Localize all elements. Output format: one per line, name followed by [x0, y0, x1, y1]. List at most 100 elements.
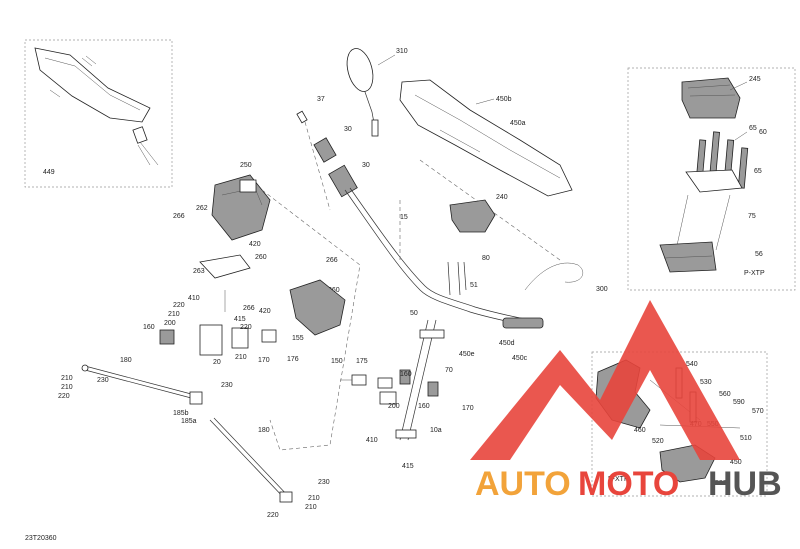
- callout-460: 460: [634, 427, 646, 434]
- handlebar-part: [344, 159, 561, 329]
- callout-510: 510: [740, 435, 752, 442]
- callout-51: 51: [470, 282, 478, 289]
- callout-80: 80: [482, 255, 490, 262]
- callout-520: 520: [652, 438, 664, 445]
- callout-530: 530: [700, 379, 712, 386]
- callout-180-b: 180: [258, 427, 270, 434]
- callout-240: 240: [496, 194, 508, 201]
- automotohub-watermark: AUTO MOTO HUB: [470, 300, 782, 503]
- callout-37: 37: [317, 96, 325, 103]
- callout-220-b: 220: [240, 324, 252, 331]
- callout-250: 250: [240, 162, 252, 169]
- callout-pxtp-lower: P-XTP: [608, 476, 629, 483]
- callout-10a: 10a: [430, 427, 442, 434]
- callout-75: 75: [748, 213, 756, 220]
- callout-30-a: 30: [344, 126, 352, 133]
- callout-210-d: 210: [61, 384, 73, 391]
- callout-570: 570: [752, 408, 764, 415]
- callout-200-b: 200: [388, 403, 400, 410]
- callout-450a: 450a: [510, 120, 526, 127]
- grip-part: [296, 110, 358, 211]
- callout-180-a: 180: [120, 357, 132, 364]
- callout-580: 580: [715, 480, 727, 487]
- callout-263: 263: [193, 268, 205, 275]
- callout-450-f: 450: [730, 459, 742, 466]
- hand-guard-left-part: [34, 47, 159, 166]
- callout-266-a: 266: [173, 213, 185, 220]
- callout-245: 245: [749, 76, 761, 83]
- callout-pxtp-upper: P-XTP: [744, 270, 765, 277]
- drawing-code: 23T20360: [25, 535, 57, 542]
- callout-200-a: 200: [164, 320, 176, 327]
- callout-262: 262: [196, 205, 208, 212]
- callout-590: 590: [733, 399, 745, 406]
- callout-220-d: 220: [267, 512, 279, 519]
- watermark-auto: AUTO: [475, 465, 571, 503]
- callout-266-b: 266: [326, 257, 338, 264]
- bracket-260-part: [289, 279, 346, 336]
- brake-cable-upper: [81, 364, 203, 405]
- inset-box-pxtp-upper: [627, 67, 796, 291]
- callout-30-b: 30: [362, 162, 370, 169]
- callout-540: 540: [686, 361, 698, 368]
- callout-210-a: 210: [168, 311, 180, 318]
- callout-70: 70: [445, 367, 453, 374]
- callout-170-a: 170: [258, 357, 270, 364]
- cable-300-part: [524, 262, 584, 291]
- callout-65-b: 65: [754, 168, 762, 175]
- middle-switch-assembly: [340, 369, 439, 405]
- callout-450d: 450d: [499, 340, 515, 347]
- callout-410-b: 410: [366, 437, 378, 444]
- bolts-80-51: [447, 261, 467, 296]
- watermark-hub: HUB: [708, 465, 782, 503]
- callout-310: 310: [396, 48, 408, 55]
- callout-415-a: 415: [234, 316, 246, 323]
- callout-175: 175: [356, 358, 368, 365]
- hand-guard-450-part: [399, 79, 573, 197]
- callout-260-b: 260: [328, 287, 340, 294]
- callout-410-a: 410: [188, 295, 200, 302]
- callout-210-c: 210: [61, 375, 73, 382]
- callout-210-f: 210: [305, 504, 317, 511]
- callout-155: 155: [292, 335, 304, 342]
- pad-240-part: [449, 199, 496, 233]
- callout-450b: 450b: [496, 96, 512, 103]
- steering-column-part: [395, 319, 445, 441]
- callout-60: 60: [759, 129, 767, 136]
- callout-56: 56: [755, 251, 763, 258]
- callout-210-b: 210: [235, 354, 247, 361]
- callout-160-c: 160: [418, 403, 430, 410]
- callout-560: 560: [719, 391, 731, 398]
- lower-left-assembly: [159, 290, 277, 356]
- callout-230-b: 230: [221, 382, 233, 389]
- callout-170-b: 170: [462, 405, 474, 412]
- callout-450e: 450e: [459, 351, 475, 358]
- callout-20: 20: [213, 359, 221, 366]
- callout-415-b: 415: [402, 463, 414, 470]
- mirror-part: [346, 48, 396, 137]
- watermark-moto: MOTO: [578, 465, 679, 503]
- bracket-263-part: [199, 254, 251, 279]
- callout-220-a: 220: [173, 302, 185, 309]
- callout-15: 15: [400, 214, 408, 221]
- callout-450c: 450c: [512, 355, 528, 362]
- callout-420-a: 420: [249, 241, 261, 248]
- brake-cable-lower: [209, 417, 293, 503]
- callout-230-c: 230: [318, 479, 330, 486]
- callout-160-a: 160: [143, 324, 155, 331]
- callout-300: 300: [596, 286, 608, 293]
- callout-160-b: 160: [400, 371, 412, 378]
- callout-50: 50: [410, 310, 418, 317]
- callout-230-a: 230: [97, 377, 109, 384]
- inset-box-449: [24, 39, 173, 188]
- switch-housing-250-part: [211, 174, 271, 241]
- callout-420-b: 420: [259, 308, 271, 315]
- callout-210-e: 210: [308, 495, 320, 502]
- callout-185b: 185b: [173, 410, 189, 417]
- callout-449: 449: [43, 169, 55, 176]
- callout-150: 150: [331, 358, 343, 365]
- callout-65-a: 65: [749, 125, 757, 132]
- callout-266-c: 266: [243, 305, 255, 312]
